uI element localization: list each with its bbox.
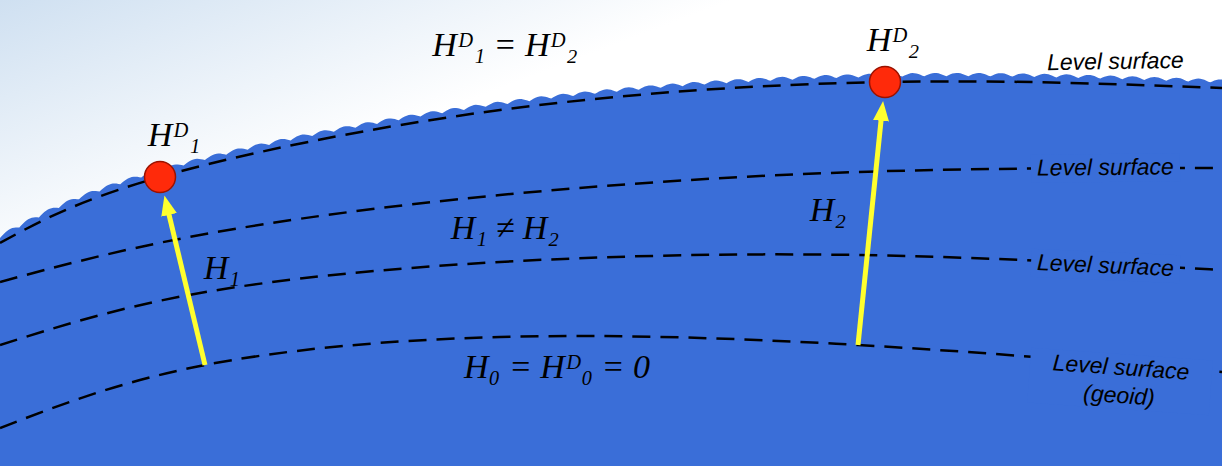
station-point: Hᴰ₂ <box>868 65 902 99</box>
level-surface-line <box>0 81 1222 243</box>
water-body <box>0 73 1222 466</box>
equation-label: H₀ = Hᴰ₀ = 0 <box>464 347 650 388</box>
point-label: Hᴰ₁ <box>148 115 201 156</box>
surface-label: Level surface <box>1046 47 1183 77</box>
point-marker <box>143 160 177 194</box>
height-arrow <box>167 207 205 365</box>
point-marker <box>868 65 902 99</box>
geoid-label: Level surface (geoid) <box>1027 348 1212 416</box>
equation-label: H₁ ≠ H₂ <box>451 208 559 249</box>
level-surface-line <box>0 336 1222 428</box>
surface-label: Level surface <box>1030 154 1179 183</box>
point-label: Hᴰ₂ <box>867 20 920 61</box>
surface-label: Level surface <box>1030 249 1180 283</box>
red-dot <box>145 162 176 193</box>
red-dot <box>870 67 901 98</box>
height-label: H₂ <box>810 190 846 231</box>
height-arrow <box>858 113 882 345</box>
height-label: H₁ <box>204 248 240 289</box>
station-point: Hᴰ₁ <box>143 160 177 194</box>
equation-label: Hᴰ₁ = Hᴰ₂ <box>432 25 577 66</box>
